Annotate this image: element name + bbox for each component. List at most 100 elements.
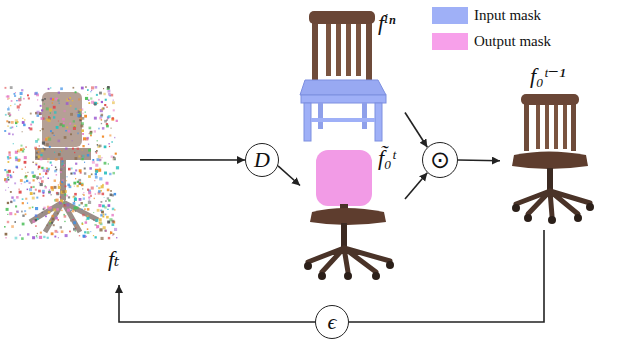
illustration-part	[98, 99, 100, 101]
illustration-part	[82, 223, 84, 225]
illustration-part	[25, 213, 27, 215]
illustration-part	[73, 172, 76, 175]
illustration-part	[112, 101, 115, 104]
illustration-part	[75, 157, 78, 160]
illustration-part	[32, 197, 35, 200]
flow-arrow	[119, 285, 315, 322]
illustration-part	[95, 86, 98, 89]
illustration-part	[24, 119, 25, 120]
illustration-part	[35, 219, 37, 221]
illustration-part	[512, 204, 520, 212]
illustration-part	[83, 194, 85, 196]
illustration-part	[33, 193, 35, 195]
predicted-chair	[304, 150, 394, 280]
illustration-part	[112, 117, 114, 119]
illustration-part	[548, 216, 556, 224]
illustration-part	[107, 87, 110, 90]
illustration-part	[7, 125, 9, 127]
illustration-part	[59, 124, 62, 127]
illustration-part	[111, 141, 112, 142]
illustration-part	[35, 215, 38, 218]
illustration-part	[99, 221, 102, 224]
illustration-part	[30, 202, 98, 232]
illustration-part	[98, 190, 101, 193]
illustration-part	[114, 209, 115, 210]
flow-arrow	[405, 173, 427, 199]
illustration-part	[40, 232, 42, 234]
illustration-part	[72, 210, 75, 213]
illustration-part	[34, 147, 37, 150]
illustration-part	[309, 11, 375, 24]
illustration-part	[30, 128, 33, 131]
illustration-part	[21, 145, 23, 147]
illustration-part	[74, 193, 77, 196]
illustration-part	[104, 120, 107, 123]
illustration-part	[105, 99, 107, 101]
illustration-part	[48, 88, 50, 90]
illustration-part	[110, 232, 112, 234]
illustration-part	[109, 173, 111, 175]
illustration-part	[91, 101, 94, 104]
illustration-part	[73, 196, 75, 198]
illustration-part	[16, 166, 18, 168]
illustration-part	[84, 231, 86, 233]
illustration-part	[74, 125, 76, 127]
illustration-part	[93, 219, 94, 220]
illustration-part	[36, 176, 39, 179]
illustration-part	[112, 223, 115, 226]
illustration-part	[61, 163, 63, 165]
illustration-part	[83, 198, 85, 200]
illustration-part	[57, 213, 59, 215]
illustration-part	[43, 169, 46, 172]
illustration-part	[77, 148, 79, 150]
illustration-part	[107, 118, 109, 120]
illustration-part	[92, 161, 95, 164]
illustration-part	[60, 226, 62, 228]
illustration-part	[75, 163, 77, 165]
illustration-part	[116, 237, 117, 238]
illustration-part	[116, 120, 118, 122]
illustration-part	[36, 197, 38, 199]
illustration-part	[101, 123, 102, 124]
legend-text: Input mask	[474, 7, 541, 24]
illustration-part	[108, 93, 111, 96]
illustration-part	[79, 198, 82, 201]
illustration-part	[75, 211, 76, 212]
illustration-part	[79, 235, 80, 236]
illustration-part	[63, 202, 64, 203]
illustration-part	[35, 163, 37, 165]
illustration-part	[47, 237, 49, 239]
illustration-part	[46, 167, 48, 169]
illustration-part	[108, 237, 110, 239]
illustration-part	[82, 113, 83, 114]
illustration-part	[68, 196, 70, 198]
illustration-part	[7, 95, 9, 97]
illustration-part	[79, 169, 82, 172]
illustration-part	[80, 109, 82, 111]
illustration-part	[11, 121, 14, 124]
illustration-part	[85, 204, 88, 207]
illustration-part	[108, 204, 111, 207]
illustration-part	[81, 129, 84, 132]
illustration-part	[6, 120, 8, 122]
illustration-part	[36, 164, 38, 166]
illustration-part	[10, 201, 12, 203]
illustration-part	[99, 168, 100, 169]
illustration-part	[104, 162, 107, 165]
illustration-part	[90, 91, 91, 92]
illustration-part	[66, 127, 68, 129]
illustration-part	[11, 100, 13, 102]
illustration-part	[87, 94, 88, 95]
illustration-part	[40, 130, 41, 131]
illustration-part	[78, 98, 80, 100]
illustration-part	[4, 130, 6, 132]
illustration-part	[88, 144, 89, 145]
illustration-part	[60, 196, 62, 198]
illustration-part	[115, 153, 117, 155]
illustration-part	[74, 186, 75, 187]
illustration-part	[37, 237, 38, 238]
illustration-part	[78, 155, 80, 157]
illustration-part	[55, 230, 58, 233]
illustration-part	[28, 97, 30, 99]
illustration-part	[4, 169, 6, 171]
